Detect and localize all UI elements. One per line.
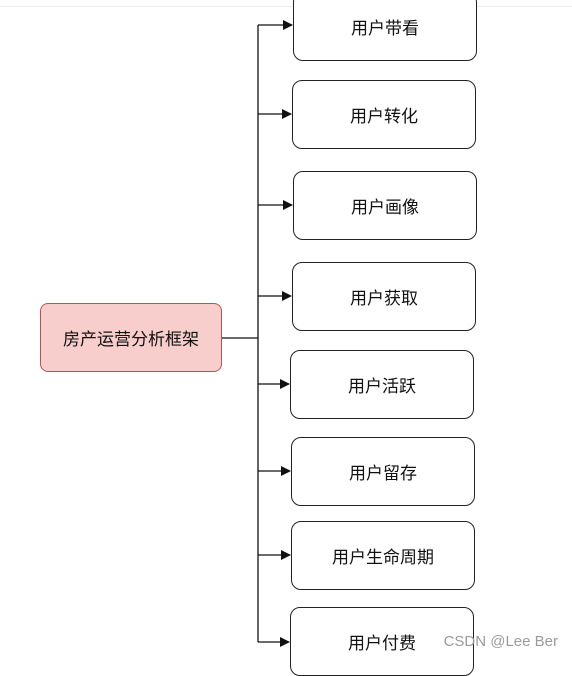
child-node-label: 用户带看 xyxy=(351,19,419,39)
child-node-lifecycle[interactable]: 用户生命周期 xyxy=(291,521,475,590)
child-node-label: 用户获取 xyxy=(350,289,418,309)
child-node-activity[interactable]: 用户活跃 xyxy=(290,350,474,419)
child-node-label: 用户留存 xyxy=(349,464,417,484)
child-node-label: 用户转化 xyxy=(350,107,418,127)
child-node-profile[interactable]: 用户画像 xyxy=(293,171,477,240)
child-node-acquisition[interactable]: 用户获取 xyxy=(292,262,476,331)
child-node-viewing[interactable]: 用户带看 xyxy=(293,0,477,61)
child-node-label: 用户生命周期 xyxy=(332,548,434,568)
root-node[interactable]: 房产运营分析框架 xyxy=(40,303,222,372)
watermark-text: CSDN @Lee Ber xyxy=(443,633,558,650)
child-node-label: 用户画像 xyxy=(351,198,419,218)
child-node-conversion[interactable]: 用户转化 xyxy=(292,80,476,149)
child-node-label: 用户活跃 xyxy=(348,377,416,397)
top-divider xyxy=(0,6,572,7)
connector-lines xyxy=(222,20,293,647)
child-node-label: 用户付费 xyxy=(348,634,416,654)
root-node-label: 房产运营分析框架 xyxy=(63,330,199,350)
child-node-retention[interactable]: 用户留存 xyxy=(291,437,475,506)
